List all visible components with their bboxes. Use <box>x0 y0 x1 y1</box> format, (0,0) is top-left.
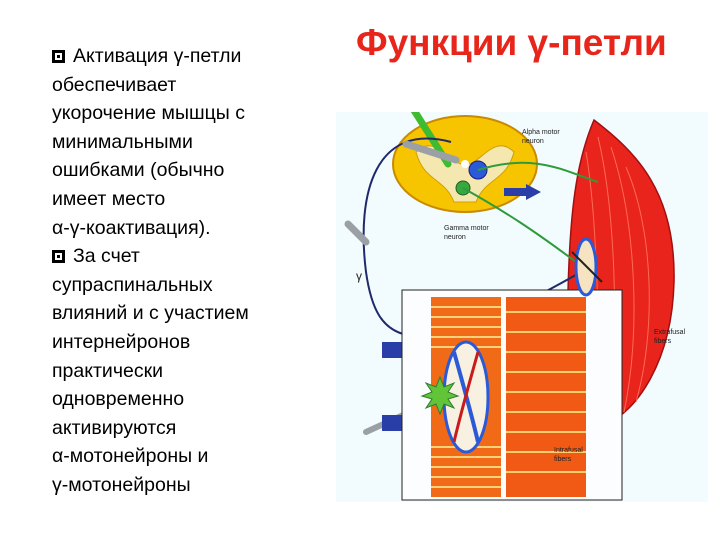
bullet-icon <box>52 50 65 63</box>
paragraph-2-line-1: За счет <box>52 242 312 271</box>
paragraph-2-line-7: активируются <box>52 416 177 439</box>
paragraph-1-line-1: Активация γ-петли <box>52 42 312 71</box>
paragraph-1-line-7: α-γ-коактивация). <box>52 216 211 239</box>
intrafusal-fiber-enlarged <box>431 297 501 497</box>
bullet-icon <box>52 250 65 264</box>
paragraph-1-line-6: имеет место <box>52 187 166 210</box>
arrow-right-icon <box>402 140 460 164</box>
paragraph-2-line-2: супраспинальных <box>52 273 213 296</box>
label-gamma-symbol: γ <box>356 269 362 283</box>
extrafusal-fibers-enlarged <box>506 297 586 497</box>
gamma-axon <box>462 187 577 263</box>
slide-title: Функции γ-петли <box>356 22 667 63</box>
spinal-cord <box>392 115 538 213</box>
paragraph-1-line-3: укорочение мышцы с <box>52 102 245 125</box>
paragraph-2-line-4: интернейронов <box>52 330 191 353</box>
block-arrow-top-icon <box>504 184 541 200</box>
paragraph-2-line-6: одновременно <box>52 388 185 411</box>
alpha-axon <box>477 161 599 183</box>
muscle-spindle <box>571 237 603 297</box>
paragraph-1-line-4: минимальными <box>52 130 193 153</box>
arrow-up-icon <box>344 220 370 246</box>
stimulus-star-icon <box>420 375 460 416</box>
paragraph-2-line-9: γ-мотонейроны <box>52 473 191 496</box>
body-text: Активация γ-петли обеспечивает укорочени… <box>52 42 312 500</box>
paragraph-2-line-8: α-мотонейроны и <box>52 445 209 468</box>
paragraph-1-line-2: обеспечивает <box>52 73 177 96</box>
paragraph-2-line-5: практически <box>52 359 164 382</box>
paragraph-2-line-3: влияний и с участием <box>52 302 249 325</box>
paragraph-1-line-5: ошибками (обычно <box>52 159 225 182</box>
